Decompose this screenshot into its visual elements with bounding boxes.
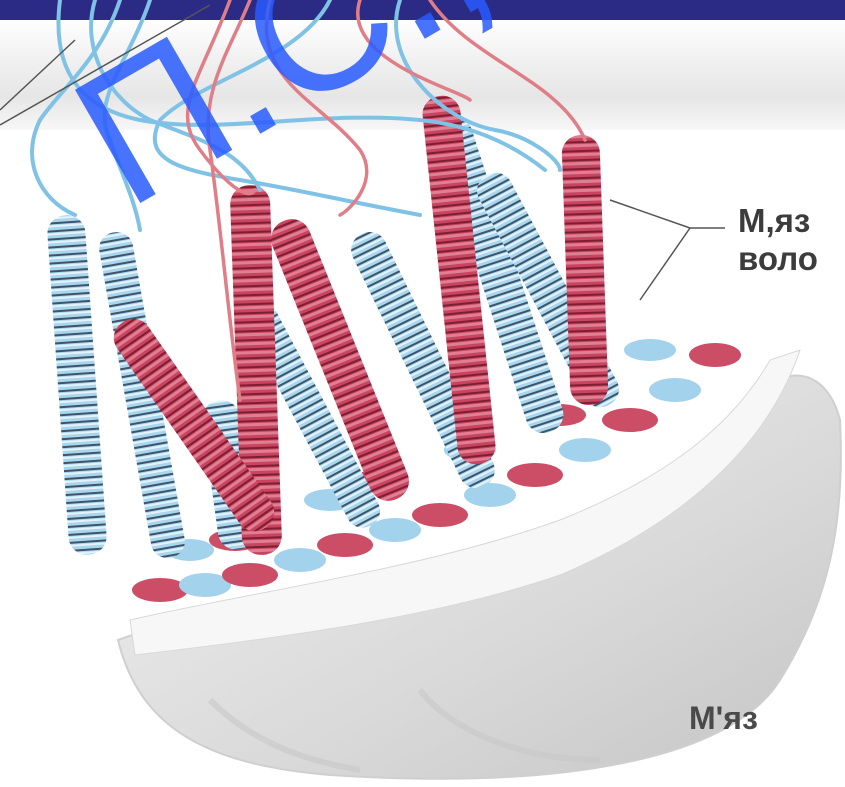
fibers-label-line1: М,яз xyxy=(738,202,818,240)
muscle-label: М'яз xyxy=(689,700,758,737)
fibers-label-line2: воло xyxy=(738,240,818,278)
fibers-label: М,яз воло xyxy=(738,202,818,278)
